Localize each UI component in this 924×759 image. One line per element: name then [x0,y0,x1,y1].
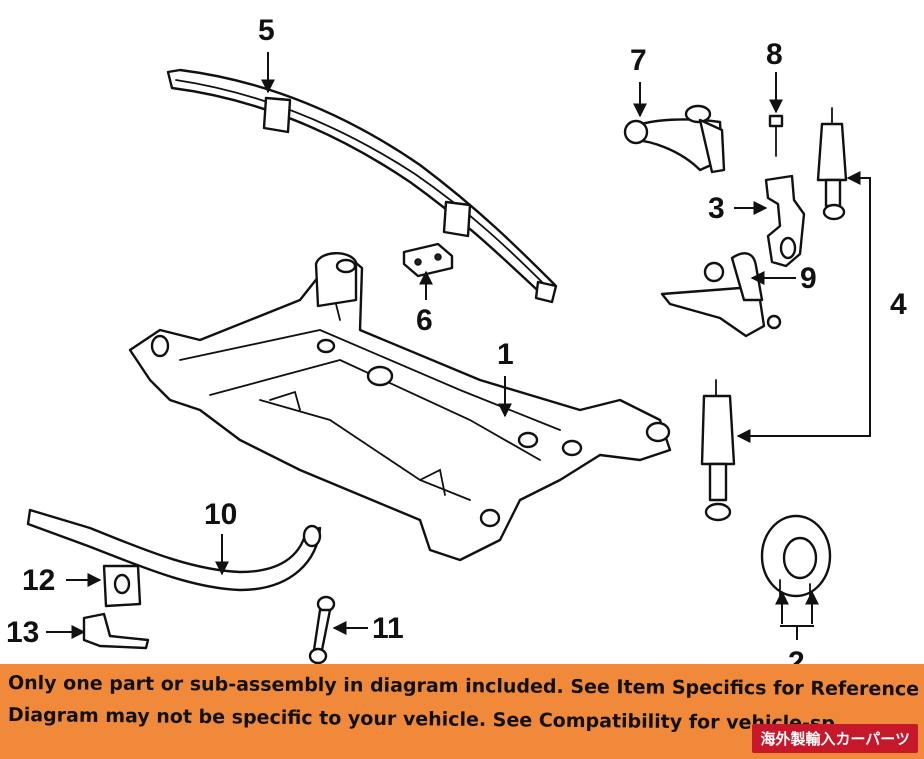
disclaimer-line-1: Only one part or sub-assembly in diagram… [7,672,924,701]
callout-7: 7 [630,44,647,77]
bolt-part [768,114,784,157]
import-parts-badge: 海外製輸入カーパーツ [752,724,918,753]
shock-absorber-upper-part [816,107,848,221]
callout-4: 4 [890,288,907,321]
upper-control-arm-part [623,104,726,174]
stabilizer-bar-part [26,508,322,592]
shock-absorber-lower-part [700,379,736,522]
callout-5: 5 [258,14,275,47]
callout-12: 12 [22,564,56,597]
callout-6: 6 [416,304,433,337]
callout-3: 3 [708,192,725,225]
crossmember-part [128,252,672,562]
callout-1: 1 [497,338,514,371]
callout-9: 9 [800,262,817,295]
stabilizer-link-part [308,595,336,665]
lower-control-arm-part [660,252,782,338]
disclaimer-line-2: Diagram may not be specific to your vehi… [7,704,836,735]
callout-11: 11 [372,612,404,645]
bushing-bracket-part [82,612,150,650]
leaf-spring-part [166,68,558,304]
stabilizer-bushing-part [102,564,142,608]
steering-knuckle-part [764,174,806,268]
spring-pad-part [402,242,454,278]
disclaimer-banner: Only one part or sub-assembly in diagram… [0,664,924,759]
wheel-hub-part [760,514,832,599]
callout-8: 8 [766,38,783,71]
leader-lines [46,52,871,640]
callout-10: 10 [204,498,238,531]
callout-13: 13 [6,616,40,649]
